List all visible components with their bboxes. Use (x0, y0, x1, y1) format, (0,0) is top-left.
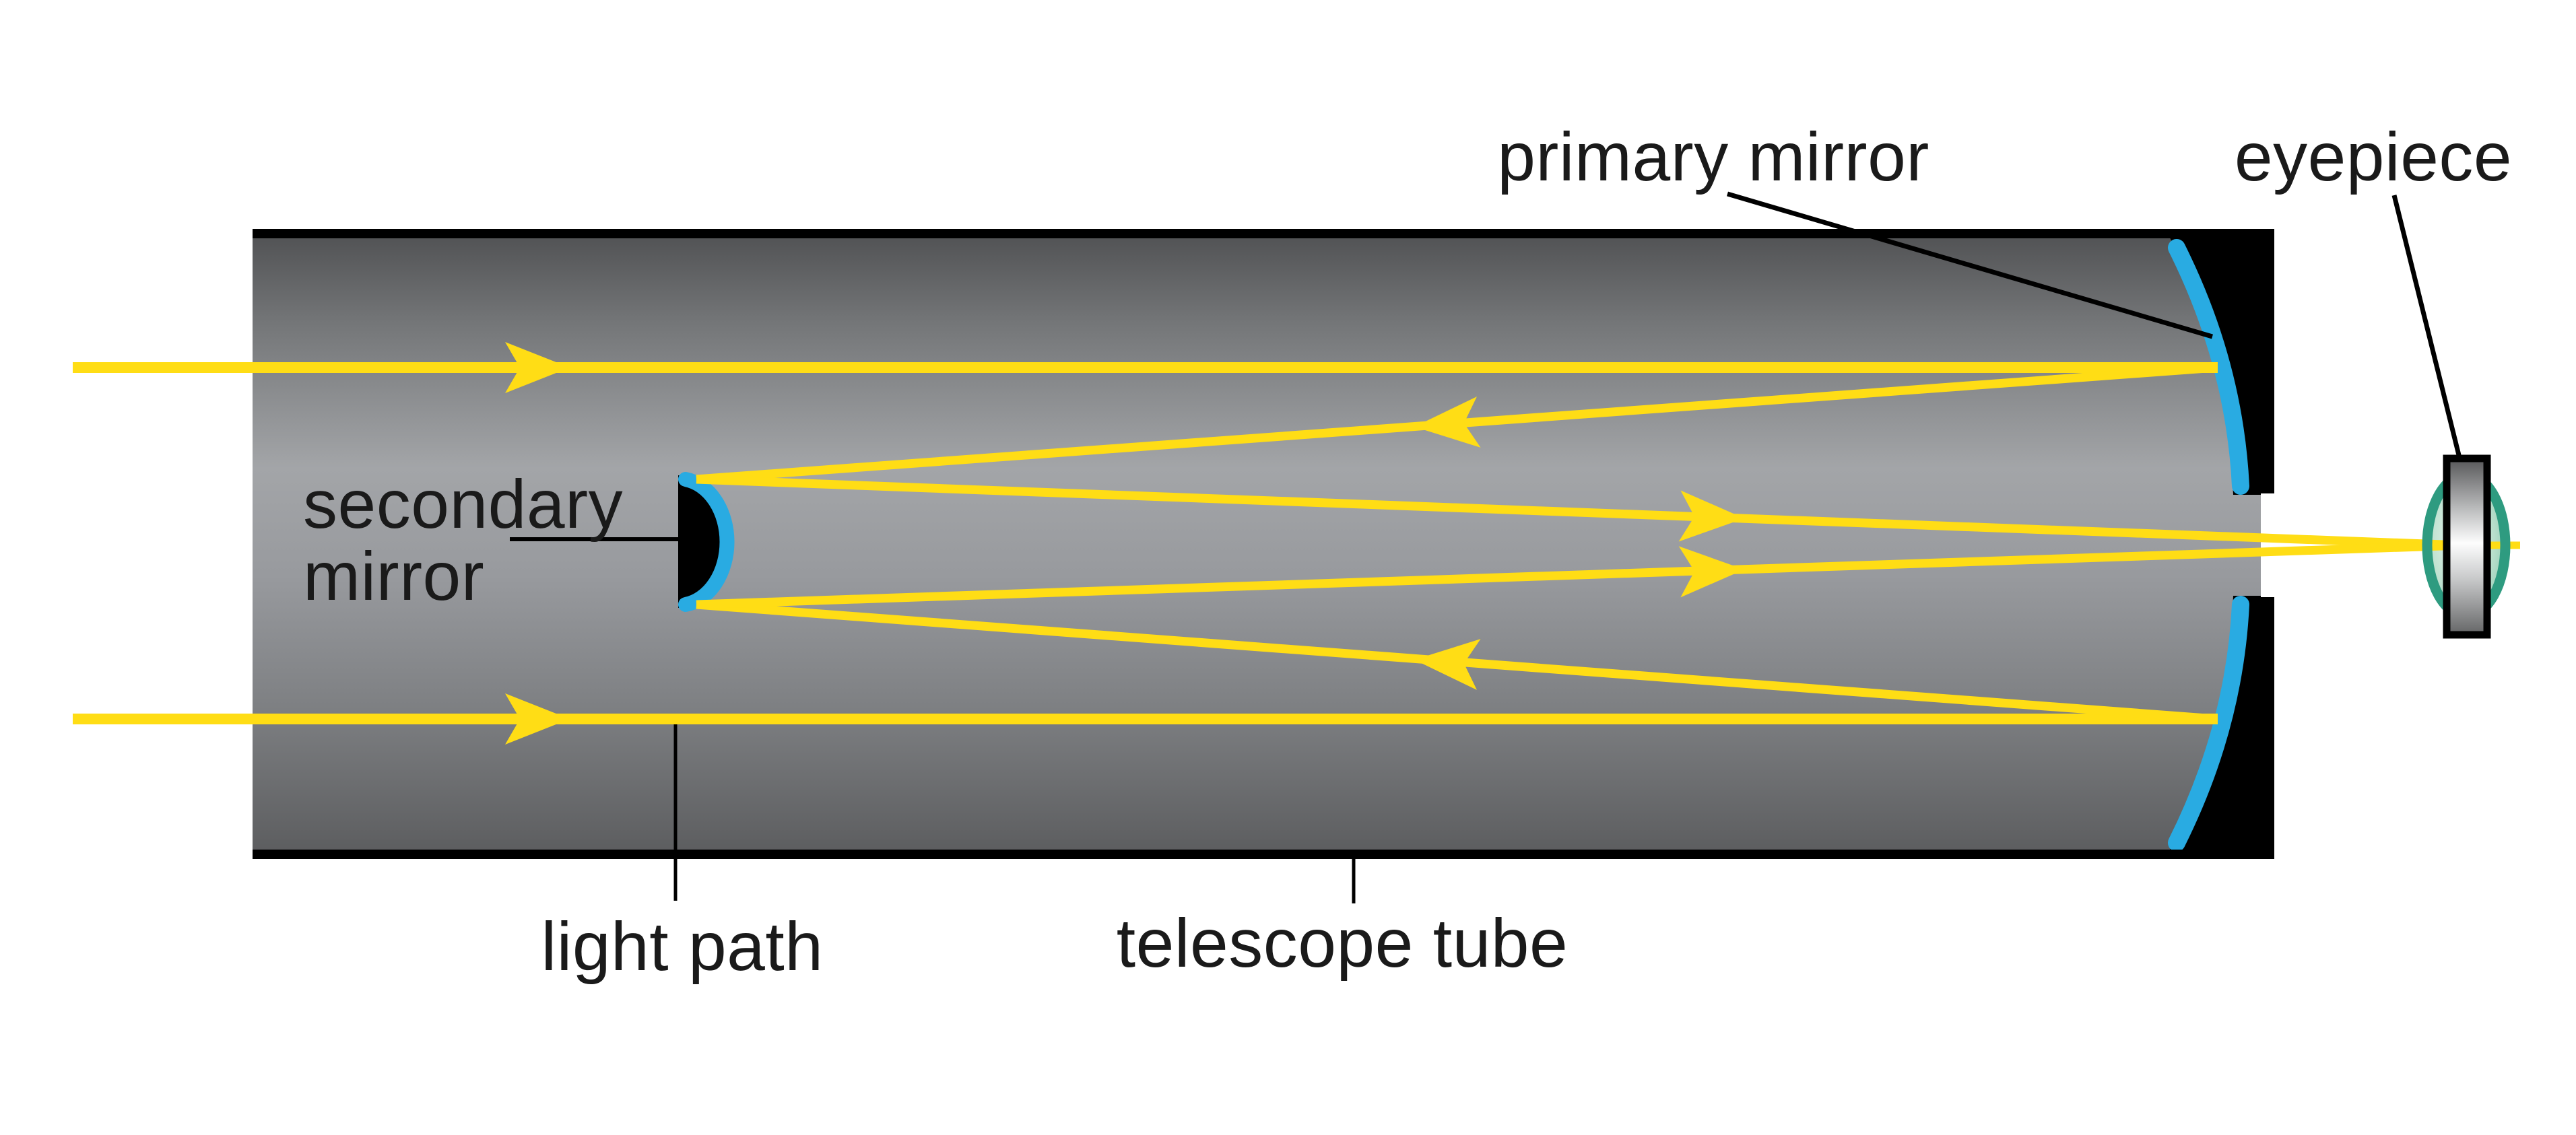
label-telescope-tube: telescope tube (1117, 905, 1568, 982)
light-ray-secondary-to-eyepiece-top (696, 475, 2462, 550)
arrowhead-entering-top (505, 342, 570, 393)
arrowhead-entering-bottom (505, 693, 570, 745)
eyepiece-barrel (2443, 454, 2491, 639)
focal-hole-gap (2261, 493, 2276, 597)
label-light-path: light path (541, 908, 824, 985)
telescope-tube-body (253, 229, 2274, 858)
primary-mirror-surface-lower (2168, 596, 2249, 852)
arrowhead-converging-bottom (1414, 639, 1481, 690)
callout-line-eyepiece (2391, 195, 2463, 461)
secondary-mirror-surface (678, 472, 735, 612)
label-secondary-mirror-line1: secondary (303, 466, 623, 543)
secondary-mirror-body (678, 475, 721, 608)
light-ray-secondary-to-eyepiece-bottom (696, 541, 2462, 609)
label-secondary-mirror-line2: mirror (303, 538, 484, 615)
label-eyepiece: eyepiece (2235, 118, 2512, 195)
arrowhead-to-eyepiece-bottom (1678, 546, 1744, 598)
tube-wall-top (253, 229, 2274, 238)
arrowhead-to-eyepiece-top (1678, 490, 1744, 542)
tube-wall-bottom (253, 850, 2274, 859)
callout-line-primary-mirror (1727, 191, 2213, 339)
primary-mirror-surface-upper (2168, 239, 2249, 495)
label-primary-mirror: primary mirror (1497, 118, 1929, 195)
arrowhead-converging-top (1414, 397, 1481, 448)
